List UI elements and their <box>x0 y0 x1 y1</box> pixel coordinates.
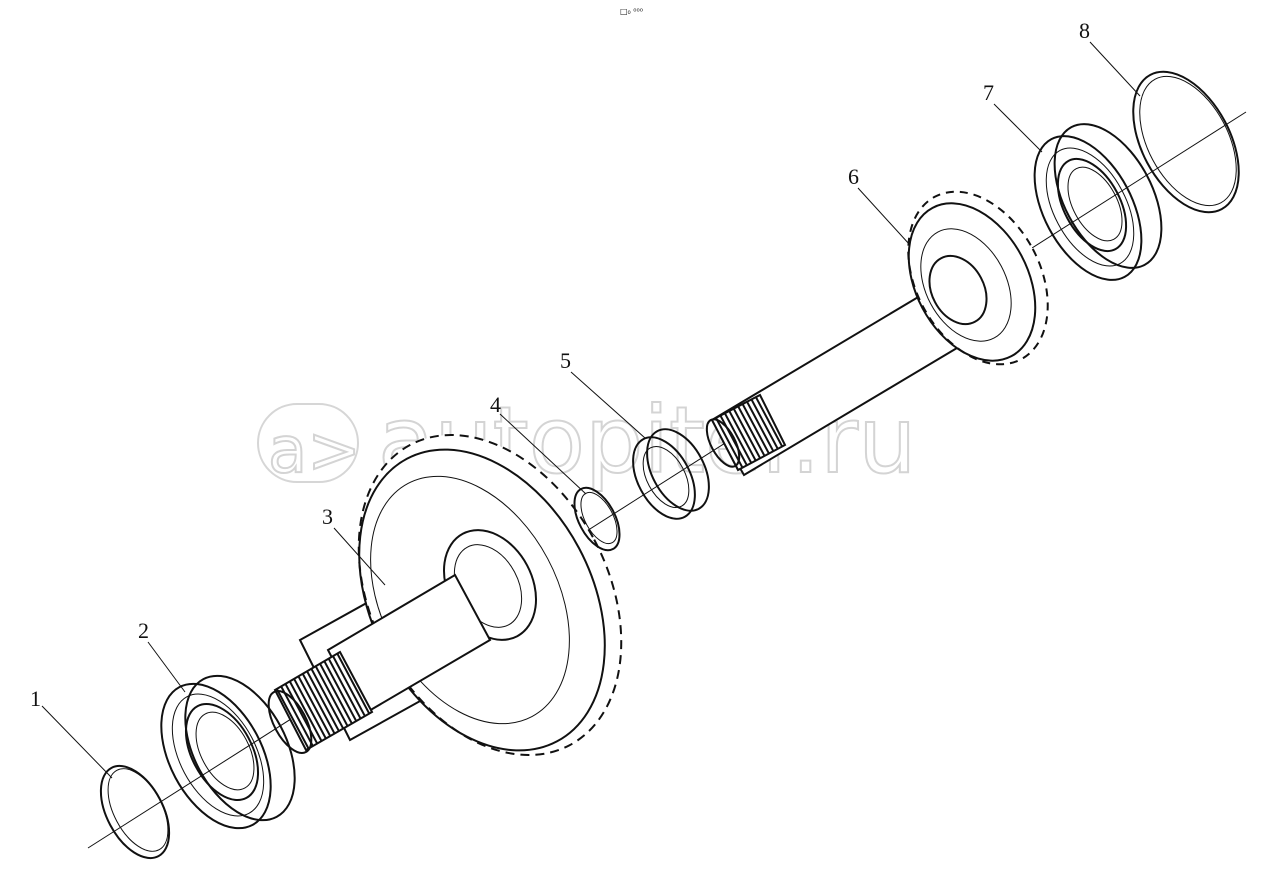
leader-line-2 <box>147 641 186 693</box>
leader-lines <box>41 41 1141 779</box>
callout-2: 2 <box>138 618 149 643</box>
callout-5: 5 <box>560 348 571 373</box>
leader-line-4 <box>499 413 587 495</box>
leader-line-3 <box>333 527 386 586</box>
callout-labels: 1 2 3 4 5 6 7 8 <box>30 18 1090 711</box>
leader-line-8 <box>1089 41 1141 97</box>
callout-6: 6 <box>848 164 859 189</box>
top-mark: □₀ ⁰⁰⁰ <box>620 7 643 16</box>
callout-3: 3 <box>322 504 333 529</box>
watermark-badge: a> <box>268 414 361 488</box>
part-7-bearing <box>1033 123 1163 281</box>
callout-4: 4 <box>490 392 501 417</box>
callout-1: 1 <box>30 686 41 711</box>
part-8-ring <box>1132 70 1240 214</box>
leader-line-6 <box>857 187 911 246</box>
part-5-needle-bearing <box>632 428 710 520</box>
leader-line-1 <box>41 705 113 779</box>
part-6-gear-shaft <box>705 190 1049 477</box>
leader-line-7 <box>993 103 1043 153</box>
callout-8: 8 <box>1079 18 1090 43</box>
part-1-snap-ring <box>99 764 171 860</box>
leader-line-5 <box>570 371 646 439</box>
part-3-gear-shaft <box>267 434 623 756</box>
part-2-bearing <box>160 674 296 830</box>
watermark-badge-frame <box>257 403 359 483</box>
callout-7: 7 <box>983 80 994 105</box>
